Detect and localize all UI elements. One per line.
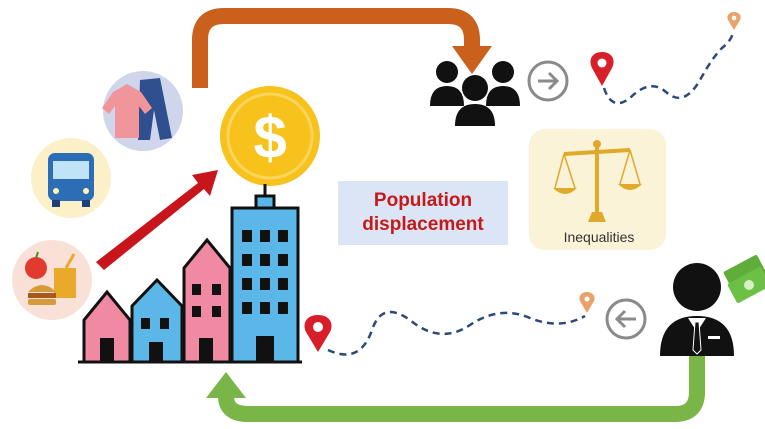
green-cycle-arrow [206, 355, 705, 422]
high-costs-arrow [96, 170, 218, 270]
businessman-icon [660, 263, 734, 356]
dashed-path-bottom [327, 310, 586, 356]
bus-icon [31, 138, 111, 218]
inequalities-label: Inequalities [563, 229, 635, 245]
scale-icon [529, 129, 666, 250]
food-icon [12, 240, 92, 320]
buildings-icon [78, 184, 302, 364]
dollar-coin-icon: $ [220, 86, 320, 186]
money-icon [723, 255, 765, 303]
orange-cycle-arrow [192, 8, 492, 88]
left-arrow-icon [605, 298, 647, 340]
right-arrow-icon [527, 60, 569, 102]
svg-text:$: $ [253, 104, 286, 171]
people-group-icon [430, 61, 520, 126]
location-pin-icon [304, 315, 332, 352]
page-title: Population displacement [338, 181, 508, 245]
location-pin-icon [727, 12, 741, 30]
location-pin-icon [590, 52, 614, 86]
dashed-path-top [602, 31, 735, 105]
location-pin-icon [579, 292, 595, 313]
clothes-icon [102, 71, 183, 151]
title-line-1: Population [373, 190, 473, 211]
title-line-2: displacement [362, 214, 484, 235]
